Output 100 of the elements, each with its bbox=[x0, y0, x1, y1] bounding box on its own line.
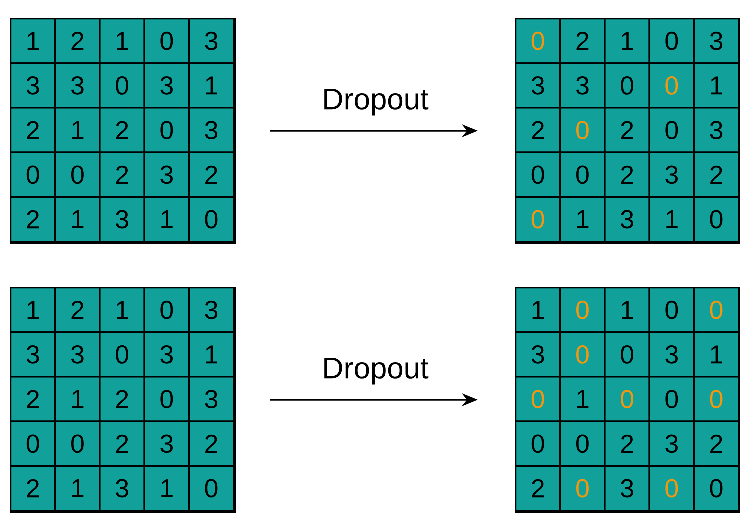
grid-cell: 1 bbox=[10, 287, 56, 334]
grid-cell: 3 bbox=[188, 287, 235, 334]
grid-cell: 3 bbox=[693, 107, 740, 154]
grid-cell: 0 bbox=[99, 332, 146, 378]
grid-cell: 0 bbox=[693, 376, 740, 422]
grid-cell: 2 bbox=[54, 18, 101, 64]
grid-cell: 0 bbox=[144, 18, 190, 64]
grid-cell: 3 bbox=[54, 62, 101, 109]
grid-cell: 2 bbox=[604, 420, 650, 467]
grid-cell: 0 bbox=[144, 287, 190, 334]
grid-cell: 1 bbox=[54, 376, 101, 422]
grid-cell: 1 bbox=[604, 287, 650, 334]
grid-cell: 0 bbox=[515, 18, 562, 64]
grid-cell: 0 bbox=[560, 332, 606, 378]
grid-cell: 0 bbox=[515, 196, 562, 243]
grid-cell: 3 bbox=[604, 465, 650, 512]
grid-cell: 0 bbox=[648, 465, 695, 512]
grid-cell: 2 bbox=[10, 196, 56, 243]
grid-cell: 0 bbox=[188, 196, 235, 243]
grid-cell: 1 bbox=[515, 287, 562, 334]
grid-cell: 3 bbox=[144, 332, 190, 378]
grid-cell: 0 bbox=[693, 287, 740, 334]
grid-cell: 3 bbox=[144, 420, 190, 467]
grid-cell: 3 bbox=[144, 152, 190, 198]
grid-cell: 2 bbox=[54, 287, 101, 334]
grid-cell: 2 bbox=[99, 420, 146, 467]
grid-cell: 2 bbox=[10, 107, 56, 154]
grid-cell: 3 bbox=[693, 18, 740, 64]
grid-cell: 1 bbox=[10, 18, 56, 64]
grid-cell: 0 bbox=[560, 287, 606, 334]
grid-cell: 0 bbox=[693, 196, 740, 243]
grid-cell: 3 bbox=[648, 152, 695, 198]
grid-cell: 2 bbox=[515, 107, 562, 154]
grid-cell: 0 bbox=[693, 465, 740, 512]
grid-cell: 0 bbox=[648, 376, 695, 422]
grid-cell: 1 bbox=[604, 18, 650, 64]
grid-cell: 0 bbox=[54, 152, 101, 198]
grid-cell: 0 bbox=[604, 332, 650, 378]
grid-cell: 3 bbox=[560, 62, 606, 109]
grid-cell: 2 bbox=[99, 376, 146, 422]
grid-cell: 1 bbox=[54, 465, 101, 512]
grid-cell: 2 bbox=[604, 152, 650, 198]
grid-cell: 3 bbox=[54, 332, 101, 378]
grid-cell: 0 bbox=[560, 420, 606, 467]
grid-cell: 0 bbox=[604, 376, 650, 422]
grid-cell: 1 bbox=[560, 196, 606, 243]
grid-cell: 3 bbox=[648, 420, 695, 467]
grid-cell: 1 bbox=[188, 62, 235, 109]
grid-cell: 1 bbox=[693, 332, 740, 378]
grid-cell: 1 bbox=[560, 376, 606, 422]
grid-cell: 0 bbox=[604, 62, 650, 109]
grid-cell: 2 bbox=[515, 465, 562, 512]
grid-cell: 2 bbox=[560, 18, 606, 64]
grid-cell: 3 bbox=[99, 465, 146, 512]
grid-cell: 3 bbox=[10, 62, 56, 109]
grid-cell: 1 bbox=[99, 287, 146, 334]
grid-cell: 1 bbox=[54, 196, 101, 243]
grid-cell: 2 bbox=[693, 152, 740, 198]
grid-cell: 0 bbox=[648, 62, 695, 109]
grid-cell: 0 bbox=[648, 287, 695, 334]
grid-cell: 2 bbox=[99, 152, 146, 198]
grid-cell: 2 bbox=[99, 107, 146, 154]
grid-cell: 3 bbox=[188, 18, 235, 64]
grid-cell: 2 bbox=[188, 420, 235, 467]
grid-cell: 1 bbox=[54, 107, 101, 154]
grid-cell: 3 bbox=[515, 62, 562, 109]
grid-cell: 0 bbox=[54, 420, 101, 467]
grid-cell: 0 bbox=[10, 152, 56, 198]
grid-cell: 0 bbox=[515, 376, 562, 422]
edge-label: Dropout bbox=[324, 358, 429, 385]
grid-cell: 3 bbox=[10, 332, 56, 378]
grid-cell: 0 bbox=[10, 420, 56, 467]
grid-cell: 0 bbox=[144, 376, 190, 422]
grid-cell: 0 bbox=[99, 62, 146, 109]
grid-cell: 3 bbox=[604, 196, 650, 243]
grid-cell: 0 bbox=[188, 465, 235, 512]
grid-cell: 0 bbox=[560, 152, 606, 198]
grid-cell: 1 bbox=[144, 465, 190, 512]
edge-label: Dropout bbox=[324, 88, 429, 116]
grid-cell: 3 bbox=[99, 196, 146, 243]
grid-cell: 2 bbox=[604, 107, 650, 154]
grid-cell: 1 bbox=[648, 196, 695, 243]
grid-cell: 3 bbox=[648, 332, 695, 378]
grid-cell: 1 bbox=[144, 196, 190, 243]
grid-cell: 0 bbox=[515, 152, 562, 198]
grid-cell: 2 bbox=[10, 376, 56, 422]
grid-cell: 0 bbox=[515, 420, 562, 467]
grid-cell: 1 bbox=[693, 62, 740, 109]
grid-cell: 0 bbox=[144, 107, 190, 154]
grid-cell: 1 bbox=[188, 332, 235, 378]
grid-cell: 2 bbox=[188, 152, 235, 198]
grid-cell: 0 bbox=[648, 18, 695, 64]
grid-cell: 3 bbox=[515, 332, 562, 378]
grid-cell: 2 bbox=[693, 420, 740, 467]
grid-cell: 1 bbox=[99, 18, 146, 64]
grid-cell: 0 bbox=[560, 465, 606, 512]
grid-cell: 3 bbox=[144, 62, 190, 109]
grid-cell: 3 bbox=[188, 107, 235, 154]
grid-cell: 3 bbox=[188, 376, 235, 422]
grid-cell: 2 bbox=[10, 465, 56, 512]
